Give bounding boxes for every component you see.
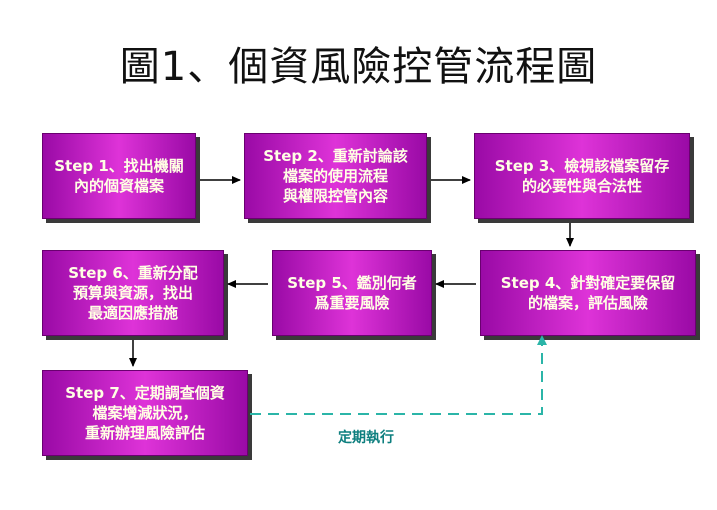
step-1-box: Step 1、找出機關 內的個資檔案 — [42, 133, 196, 219]
loop-arrow-step7-to-step4 — [250, 335, 547, 415]
step-3-box: Step 3、檢視該檔案留存 的必要性與合法性 — [474, 133, 690, 219]
step-7-box: Step 7、定期調查個資 檔案增減狀況， 重新辦理風險評估 — [42, 370, 248, 456]
diagram-title: 圖1、個資風險控管流程圖 — [119, 44, 598, 90]
step-5-box: Step 5、鑑別何者 爲重要風險 — [272, 250, 432, 336]
step-6-box: Step 6、重新分配 預算與資源，找出 最適因應措施 — [42, 250, 224, 336]
loop-label: 定期執行 — [338, 430, 394, 446]
step-4-box: Step 4、針對確定要保留 的檔案，評估風險 — [480, 250, 696, 336]
step-2-box: Step 2、重新討論該 檔案的使用流程 與權限控管內容 — [244, 133, 427, 219]
